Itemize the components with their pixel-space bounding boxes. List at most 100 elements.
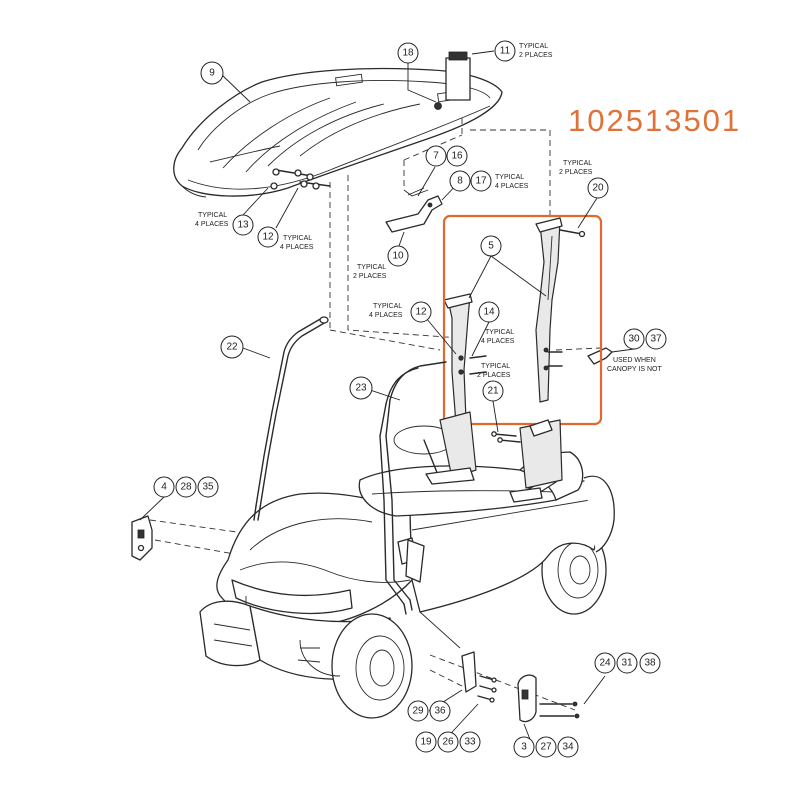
strut-bolts	[469, 229, 586, 375]
strut-mount-lower	[461, 651, 497, 703]
note-11: TYPICAL 2 PLACES	[519, 43, 553, 59]
callout-8-17: 8 17	[449, 170, 492, 192]
callout-7-16: 7 16	[425, 145, 468, 167]
screw-3	[574, 713, 580, 719]
note-14-a: TYPICAL 4 PLACES	[481, 329, 515, 345]
svg-text:19: 19	[420, 737, 432, 748]
callout-5: 5	[480, 235, 502, 257]
callout-13: 13	[232, 214, 254, 236]
strut-mount-left	[131, 515, 153, 561]
svg-text:13: 13	[237, 220, 249, 231]
note-20: TYPICAL 2 PLACES	[559, 160, 593, 176]
callout-12-top: 12	[257, 226, 279, 248]
svg-text:2 PLACES: 2 PLACES	[559, 169, 593, 176]
svg-text:27: 27	[540, 742, 552, 753]
callout-9: 9	[200, 61, 224, 85]
svg-text:20: 20	[592, 183, 604, 194]
svg-text:36: 36	[434, 706, 446, 717]
svg-text:17: 17	[475, 176, 487, 187]
svg-text:4 PLACES: 4 PLACES	[481, 338, 515, 345]
svg-text:37: 37	[650, 334, 662, 345]
canopy-bracket	[445, 51, 471, 101]
callout-29-36: 29 36	[407, 700, 451, 722]
svg-text:5: 5	[488, 241, 494, 252]
svg-text:26: 26	[442, 737, 454, 748]
screw-24	[572, 701, 578, 707]
svg-text:12: 12	[262, 232, 274, 243]
svg-text:28: 28	[180, 482, 192, 493]
callout-18: 18	[397, 42, 419, 64]
svg-text:TYPICAL: TYPICAL	[563, 160, 592, 167]
svg-text:TYPICAL: TYPICAL	[495, 174, 524, 181]
svg-text:11: 11	[500, 46, 511, 57]
svg-text:4 PLACES: 4 PLACES	[495, 183, 529, 190]
document-number: 102513501	[568, 103, 741, 138]
callout-4-28-35: 4 28 35	[153, 476, 219, 498]
svg-text:4: 4	[161, 482, 167, 493]
front-tube-22	[253, 316, 329, 521]
svg-text:3: 3	[521, 742, 527, 753]
callout-24-31-38: 24 31 38	[594, 652, 661, 674]
svg-text:10: 10	[392, 251, 404, 262]
svg-text:7: 7	[433, 151, 439, 162]
note-13: TYPICAL 4 PLACES	[195, 212, 229, 228]
svg-text:2 PLACES: 2 PLACES	[519, 52, 553, 59]
svg-text:23: 23	[355, 383, 367, 394]
svg-text:31: 31	[621, 658, 633, 669]
svg-text:8: 8	[457, 176, 463, 187]
svg-text:TYPICAL: TYPICAL	[198, 212, 227, 219]
note-12-mid: TYPICAL 4 PLACES	[369, 303, 403, 319]
highlight-box	[442, 214, 603, 426]
svg-text:2 PLACES: 2 PLACES	[353, 273, 387, 280]
svg-text:12: 12	[415, 307, 427, 318]
strut-base-hardware	[491, 419, 553, 443]
callout-12-mid: 12	[410, 301, 432, 323]
callout-23: 23	[349, 376, 373, 400]
callout-19-26-33: 19 26 33	[415, 731, 481, 753]
rear-strut-bracket	[385, 187, 443, 233]
note-8: TYPICAL 4 PLACES	[495, 174, 529, 190]
svg-text:4 PLACES: 4 PLACES	[195, 221, 229, 228]
front-strut	[443, 293, 473, 425]
callout-20: 20	[587, 177, 609, 199]
front-tube-23	[379, 361, 447, 615]
svg-text:29: 29	[412, 706, 424, 717]
svg-text:33: 33	[464, 737, 476, 748]
callout-10: 10	[387, 245, 409, 267]
svg-text:14: 14	[483, 307, 495, 318]
callout-21: 21	[482, 380, 504, 402]
svg-text:TYPICAL: TYPICAL	[357, 264, 386, 271]
callout-30-37: 30 37	[623, 328, 667, 350]
svg-text:35: 35	[202, 482, 214, 493]
svg-text:TYPICAL: TYPICAL	[519, 43, 548, 50]
svg-text:22: 22	[226, 342, 238, 353]
svg-text:34: 34	[562, 742, 574, 753]
svg-text:9: 9	[209, 68, 215, 79]
svg-text:4 PLACES: 4 PLACES	[369, 312, 403, 319]
note-12: TYPICAL 4 PLACES	[280, 235, 314, 251]
screw-18	[434, 102, 442, 110]
svg-text:2 PLACES: 2 PLACES	[477, 372, 511, 379]
svg-text:30: 30	[628, 334, 640, 345]
rear-strut	[535, 217, 563, 403]
golf-cart-body	[199, 411, 615, 719]
screw-3-line	[539, 703, 575, 717]
svg-text:TYPICAL: TYPICAL	[283, 235, 312, 242]
callout-3-27-34: 3 27 34	[513, 736, 579, 758]
svg-text:24: 24	[599, 658, 611, 669]
note-30: USED WHEN CANOPY IS NOT	[607, 357, 662, 373]
svg-text:TYPICAL: TYPICAL	[485, 329, 514, 336]
canopy-hardware	[270, 168, 331, 190]
svg-text:TYPICAL: TYPICAL	[481, 363, 510, 370]
svg-text:USED WHEN: USED WHEN	[613, 357, 656, 364]
svg-text:16: 16	[451, 151, 463, 162]
note-10: TYPICAL 2 PLACES	[353, 264, 387, 280]
strut-mount-rear	[517, 674, 537, 723]
svg-text:CANOPY IS NOT: CANOPY IS NOT	[607, 366, 662, 373]
note-14-b: TYPICAL 2 PLACES	[477, 363, 511, 379]
svg-text:4 PLACES: 4 PLACES	[280, 244, 314, 251]
svg-text:38: 38	[644, 658, 656, 669]
callout-11: 11	[494, 40, 516, 62]
callout-14: 14	[478, 301, 500, 323]
